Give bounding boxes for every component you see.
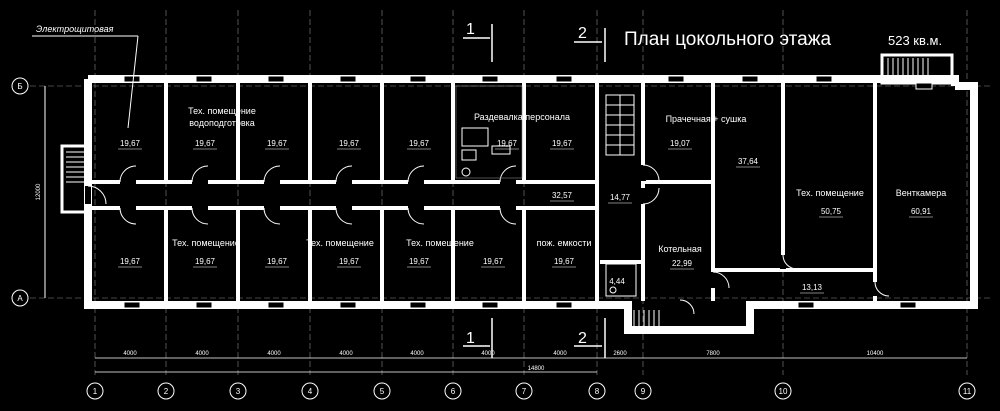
section-marker-2-bottom: 2 [578, 330, 587, 347]
total-area: 523 кв.м. [888, 33, 942, 48]
dimension-lines [95, 357, 967, 373]
room-n6-area: 19,67 [497, 139, 518, 148]
axis-col-9: 9 [641, 387, 646, 396]
central-stair [605, 94, 635, 156]
room-s4-name: Тех. помещение [306, 238, 374, 248]
axis-col-3: 3 [236, 387, 241, 396]
axis-col-2: 2 [164, 387, 169, 396]
boiler-name: Котельная [658, 244, 702, 254]
axis-col-1: 1 [93, 387, 98, 396]
room-s4-area: 19,67 [339, 257, 360, 266]
room-s2-name: Тех. помещение [172, 238, 240, 248]
corridor-walls [92, 180, 597, 210]
tech-east-name: Тех. помещение [796, 188, 864, 198]
dim-3: 4000 [267, 351, 281, 357]
west-stair [60, 144, 90, 214]
section-marker-2-top: 2 [578, 25, 587, 42]
corridor-area: 32,57 [552, 191, 573, 200]
dim-9: 7800 [706, 351, 720, 357]
dim-7: 4000 [553, 351, 567, 357]
room-n2-area: 19,67 [195, 139, 216, 148]
staff-room-outline [455, 85, 523, 179]
dim-10: 10400 [867, 351, 884, 357]
boiler-area: 22,99 [672, 259, 693, 268]
room-n7-area: 19,67 [552, 139, 573, 148]
door-gaps [85, 165, 878, 296]
axis-row-b: Б [17, 82, 22, 91]
small-room-area: 13,13 [802, 283, 823, 292]
column-axis-bubbles [86, 382, 976, 400]
section-marker-1-top: 1 [466, 21, 475, 38]
dim-2: 4000 [195, 351, 209, 357]
axis-col-5: 5 [380, 387, 385, 396]
windows [123, 75, 933, 309]
wc-area: 4,44 [609, 277, 625, 286]
laundry-name: Прачечная + сушка [666, 114, 747, 124]
axis-col-7: 7 [522, 387, 527, 396]
electro-leader [32, 35, 139, 129]
dim-height: 12000 [36, 183, 42, 200]
dim-total: 14800 [528, 366, 545, 372]
room-37-area: 37,64 [738, 157, 759, 166]
furniture [461, 127, 637, 297]
room-s2-area: 19,67 [195, 257, 216, 266]
room-s5-area: 19,67 [409, 257, 430, 266]
room-n2-name-line2: водоподготовка [189, 118, 255, 128]
row-axis-bubbles [11, 77, 46, 307]
axis-col-4: 4 [308, 387, 313, 396]
plan-title: План цокольного этажа [624, 29, 831, 50]
room-n6-name: Раздевалка персонала [474, 112, 570, 122]
electro-label: Электрощитовая [36, 24, 114, 34]
area-underlines [118, 148, 933, 294]
west-stair-steps [66, 151, 84, 183]
room-s7-name: пож. емкости [537, 238, 592, 248]
vent-area: 60,91 [911, 207, 932, 216]
axis-col-8: 8 [595, 387, 600, 396]
room-n4-area: 19,67 [339, 139, 360, 148]
axis-col-6: 6 [451, 387, 456, 396]
room-s7-area: 19,67 [554, 257, 575, 266]
room-s5-name: Тех. помещение [406, 238, 474, 248]
se-stair-steps [633, 310, 660, 326]
axis-col-10: 10 [779, 387, 788, 396]
ne-stair-steps [887, 58, 929, 76]
dim-8: 2600 [613, 351, 627, 357]
dim-5: 4000 [410, 351, 424, 357]
laundry-area: 19,07 [670, 139, 691, 148]
dim-1: 4000 [123, 351, 137, 357]
stair-area: 14,77 [610, 193, 631, 202]
room-n1-area: 19,67 [120, 139, 141, 148]
room-n3-area: 19,67 [267, 139, 288, 148]
room-s3-area: 19,67 [267, 257, 288, 266]
room-s6-area: 19,67 [483, 257, 504, 266]
section-cuts [463, 24, 606, 358]
room-s1-area: 19,67 [120, 257, 141, 266]
axis-col-11: 11 [963, 387, 972, 396]
axis-row-a: А [17, 294, 23, 303]
dim-6: 4000 [481, 351, 495, 357]
partitions [164, 83, 877, 301]
tech-east-area: 50,75 [821, 207, 842, 216]
door-swings [87, 164, 890, 315]
dim-4: 4000 [339, 351, 353, 357]
section-marker-1-bottom: 1 [466, 330, 475, 347]
vent-name: Венткамера [896, 188, 946, 198]
room-n5-area: 19,67 [409, 139, 430, 148]
room-n2-name-line1: Тех. помещение [188, 106, 256, 116]
